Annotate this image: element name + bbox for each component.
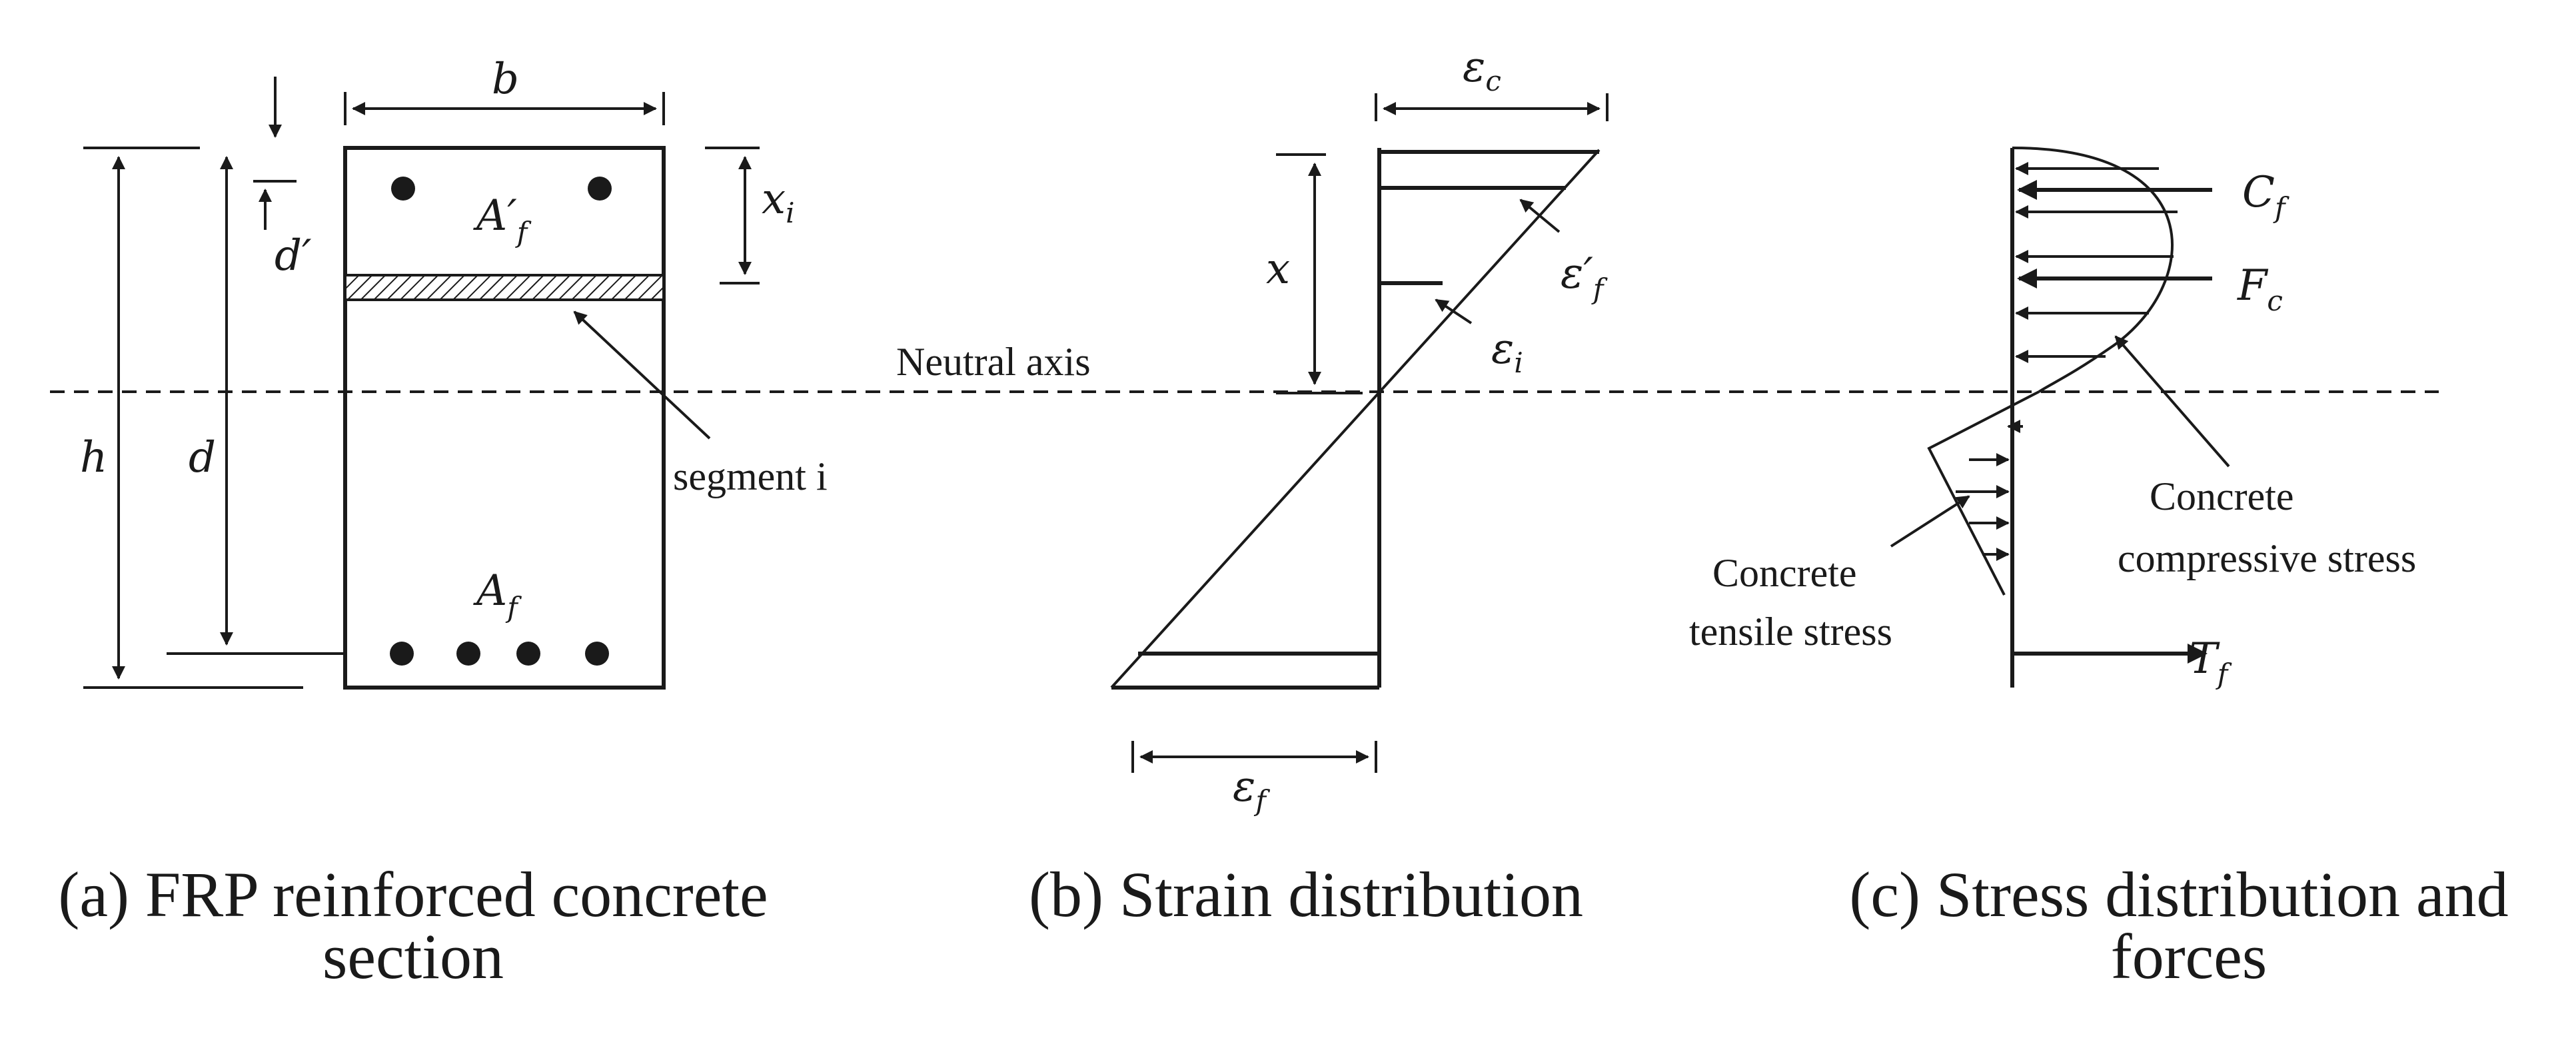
beam-section-rect <box>343 146 666 690</box>
tensile-leader <box>1890 495 1970 548</box>
panel-c-stress: Cf Fc Tf Concrete compressive stress Con… <box>1689 147 2509 992</box>
caption-a-line2: section <box>322 921 504 992</box>
panel-a-section: b h d d′ A′f Af xi segment i (a) FRP rei… <box>58 55 827 992</box>
compression-bar <box>588 177 612 201</box>
width-label-b: b <box>492 55 519 104</box>
af-prime-label: A′f <box>473 191 532 249</box>
tensile-stress-curve <box>1927 390 2040 596</box>
eps-i-label: εi <box>1491 324 1523 379</box>
af-label: Af <box>473 566 522 624</box>
tension-bar <box>390 642 414 666</box>
compressive-leader <box>2114 335 2230 468</box>
tensile-label-1: Concrete <box>1712 551 1857 595</box>
fc-label: Fc <box>2237 261 2283 317</box>
caption-c-line1: (c) Stress distribution and <box>1849 859 2508 930</box>
caption-a-line1: (a) FRP reinforced concrete <box>58 859 768 930</box>
strain-profile <box>1110 149 1601 689</box>
depth-label-d: d <box>189 433 216 482</box>
segment-i-strip <box>344 274 665 301</box>
height-label-h: h <box>80 433 107 482</box>
tension-bar <box>516 642 540 666</box>
eps-f-label: εf <box>1233 762 1270 817</box>
tf-label: Tf <box>2189 634 2232 690</box>
caption-b: (b) Strain distribution <box>1029 859 1583 930</box>
neutral-axis-label: Neutral axis <box>896 340 1091 384</box>
eps-f-prime-label: ε′f <box>1561 249 1608 305</box>
caption-c-line2: forces <box>2111 921 2267 992</box>
tensile-stress-arrows <box>1956 420 2023 561</box>
panel-b-strain: εc x ε′f εi εf (b) Strain distribution <box>1029 43 1609 930</box>
cf-label: Cf <box>2242 168 2289 224</box>
compressive-label-2: compressive stress <box>2118 536 2416 580</box>
tensile-label-2: tensile stress <box>1689 610 1892 654</box>
segment-i-label: segment i <box>673 454 828 498</box>
eps-c-label: εc <box>1463 43 1501 97</box>
xi-label: xi <box>762 175 795 229</box>
compression-bar <box>391 177 415 201</box>
segment-i-leader <box>573 310 711 440</box>
tension-bar <box>585 642 609 666</box>
compressive-label-1: Concrete <box>2150 474 2294 518</box>
x-label: x <box>1266 245 1290 294</box>
d-prime-label: d′ <box>275 231 312 280</box>
tension-bar <box>456 642 480 666</box>
compressive-stress-arrows <box>2015 162 2178 363</box>
